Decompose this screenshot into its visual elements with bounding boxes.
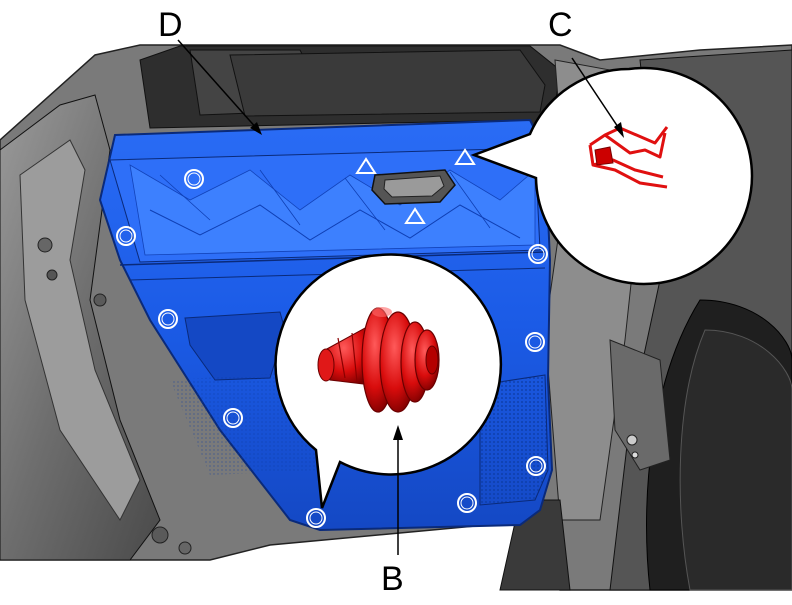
callout-b-bubble bbox=[274, 253, 503, 555]
circle-marker-icon bbox=[525, 332, 545, 352]
label-d: D bbox=[158, 6, 183, 44]
triangle-marker-icon bbox=[454, 148, 476, 165]
label-c: C bbox=[548, 6, 573, 44]
circle-marker-icon bbox=[184, 169, 204, 189]
circle-marker-icon bbox=[306, 508, 326, 528]
hook-clip-icon bbox=[588, 126, 669, 189]
circle-marker-icon bbox=[158, 309, 178, 329]
circle-marker-icon bbox=[116, 226, 136, 246]
push-clip-icon bbox=[317, 307, 440, 413]
circle-marker-icon bbox=[528, 244, 548, 264]
callout-c-bubble bbox=[470, 57, 754, 286]
triangle-marker-icon bbox=[355, 157, 377, 174]
label-b: B bbox=[381, 560, 404, 598]
clip-markers bbox=[116, 169, 548, 528]
triangle-marker-icon bbox=[404, 207, 426, 224]
circle-marker-icon bbox=[457, 493, 477, 513]
circle-marker-icon bbox=[223, 408, 243, 428]
leader-d bbox=[177, 39, 262, 135]
hook-markers bbox=[355, 148, 476, 224]
circle-marker-icon bbox=[526, 456, 546, 476]
